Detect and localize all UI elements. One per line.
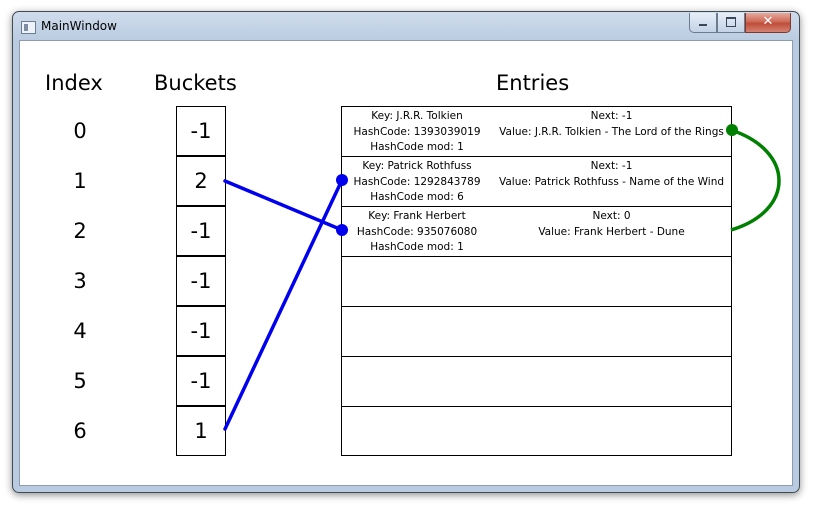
index-label: 0 xyxy=(73,119,87,143)
bucket-cell: -1 xyxy=(176,256,226,306)
entry-next: Next: -1 xyxy=(590,110,633,122)
entry-value-column: Next: -1 Value: J.R.R. Tolkien - The Lor… xyxy=(492,109,731,140)
bucket-cell: 1 xyxy=(176,406,226,456)
index-label: 6 xyxy=(73,419,87,443)
entry-row-empty xyxy=(342,257,731,307)
entry-hashcode-mod: HashCode mod: 1 xyxy=(370,241,464,253)
window-title: MainWindow xyxy=(41,19,117,33)
index-label: 4 xyxy=(73,319,87,343)
entry-next: Next: 0 xyxy=(592,210,631,222)
entry-hashcode-mod: HashCode mod: 1 xyxy=(370,141,464,153)
main-window: MainWindow ✕ Index Buckets Entries 0 1 2… xyxy=(12,11,800,493)
entry-hashcode: HashCode: 1292843789 xyxy=(353,175,481,188)
entry-row: Key: J.R.R. Tolkien HashCode: 1393039019… xyxy=(342,107,731,157)
entry-row-empty xyxy=(342,307,731,357)
entries-table: Key: J.R.R. Tolkien HashCode: 1393039019… xyxy=(341,106,732,456)
bucket-cell: -1 xyxy=(176,356,226,406)
maximize-icon xyxy=(726,17,736,27)
index-header: Index xyxy=(45,71,103,95)
bucket-cell: -1 xyxy=(176,106,226,156)
window-controls: ✕ xyxy=(689,13,791,33)
client-area: Index Buckets Entries 0 1 2 3 4 5 6 -1 2… xyxy=(19,40,793,486)
close-icon: ✕ xyxy=(762,14,774,29)
entry-hashcode-mod: HashCode mod: 6 xyxy=(370,191,464,203)
entry-next: Next: -1 xyxy=(590,160,633,172)
entry-hashcode: HashCode: 935076080 xyxy=(356,225,478,238)
entries-header: Entries xyxy=(496,71,570,95)
entry-value: Value: J.R.R. Tolkien - The Lord of the … xyxy=(499,125,724,138)
window-app-icon xyxy=(21,21,36,34)
entry-key-column: Key: J.R.R. Tolkien HashCode: 1393039019… xyxy=(342,109,492,156)
close-button[interactable]: ✕ xyxy=(745,13,791,33)
bucket-cell: -1 xyxy=(176,206,226,256)
index-label: 2 xyxy=(73,219,87,243)
entry-2-anchor-dot xyxy=(336,224,348,236)
index-label: 1 xyxy=(73,169,87,193)
entry-value-column: Next: -1 Value: Patrick Rothfuss - Name … xyxy=(492,159,731,190)
entry-1-anchor-dot xyxy=(336,174,348,186)
bucket-cell: -1 xyxy=(176,306,226,356)
entry-value: Value: Patrick Rothfuss - Name of the Wi… xyxy=(498,175,725,188)
buckets-header: Buckets xyxy=(154,71,237,95)
entry-row: Key: Frank Herbert HashCode: 935076080 H… xyxy=(342,207,731,257)
minimize-button[interactable] xyxy=(689,13,717,33)
next-link-arc xyxy=(730,128,781,232)
entry-row: Key: Patrick Rothfuss HashCode: 12928437… xyxy=(342,157,731,207)
entry-hashcode: HashCode: 1393039019 xyxy=(353,125,481,138)
entry-key-column: Key: Patrick Rothfuss HashCode: 12928437… xyxy=(342,159,492,206)
entry-value: Value: Frank Herbert - Dune xyxy=(538,225,685,238)
link-overlay xyxy=(223,124,781,431)
index-label: 5 xyxy=(73,369,87,393)
index-label: 3 xyxy=(73,269,87,293)
bucket-6-link xyxy=(223,178,344,431)
entry-key: Key: J.R.R. Tolkien xyxy=(371,110,463,122)
entry-row-empty xyxy=(342,357,731,407)
entry-value-column: Next: 0 Value: Frank Herbert - Dune xyxy=(492,209,731,240)
entry-key: Key: Patrick Rothfuss xyxy=(362,160,472,172)
entry-0-anchor-dot xyxy=(726,124,738,136)
bucket-1-link xyxy=(223,179,344,232)
entry-key: Key: Frank Herbert xyxy=(368,210,466,222)
minimize-icon xyxy=(699,24,707,26)
entry-key-column: Key: Frank Herbert HashCode: 935076080 H… xyxy=(342,209,492,256)
maximize-button[interactable] xyxy=(717,13,745,33)
